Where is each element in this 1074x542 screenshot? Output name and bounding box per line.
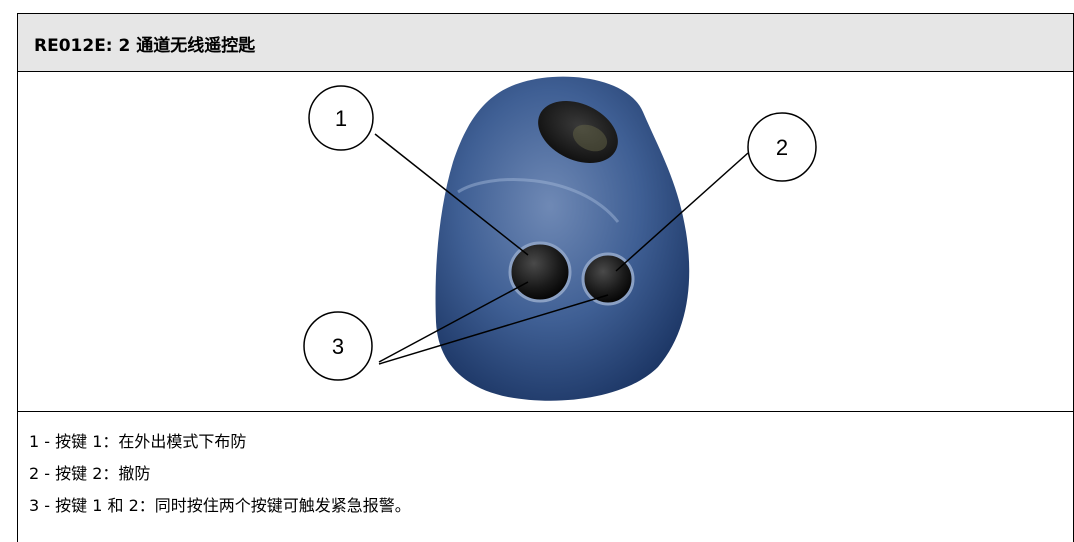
page-title: RE012E: 2 通道无线遥控匙 [34, 36, 256, 56]
legend-item-3: 3 - 按键 1 和 2：同时按住两个按键可触发紧急报警。 [29, 496, 411, 515]
svg-text:1: 1 [335, 106, 347, 131]
button-2 [581, 252, 635, 306]
callout-3: 3 [303, 311, 373, 381]
figure-area: 1 2 3 [18, 72, 1073, 412]
button-1 [508, 241, 572, 303]
legend-list: 1 - 按键 1：在外出模式下布防 2 - 按键 2：撤防 3 - 按键 1 和… [29, 426, 411, 522]
callout-leaders [374, 133, 749, 365]
fob-body [435, 76, 690, 401]
svg-text:2: 2 [776, 135, 788, 160]
legend-item-1: 1 - 按键 1：在外出模式下布防 [29, 432, 247, 451]
led-window [538, 101, 618, 163]
table-header: RE012E: 2 通道无线遥控匙 [18, 14, 1073, 72]
document-table: RE012E: 2 通道无线遥控匙 [17, 13, 1074, 542]
callout-2: 2 [747, 112, 817, 182]
svg-text:3: 3 [332, 334, 344, 359]
callout-1: 1 [308, 85, 374, 151]
legend-item-2: 2 - 按键 2：撤防 [29, 464, 151, 483]
remote-key-fob-illustration: 1 2 3 [303, 76, 817, 401]
